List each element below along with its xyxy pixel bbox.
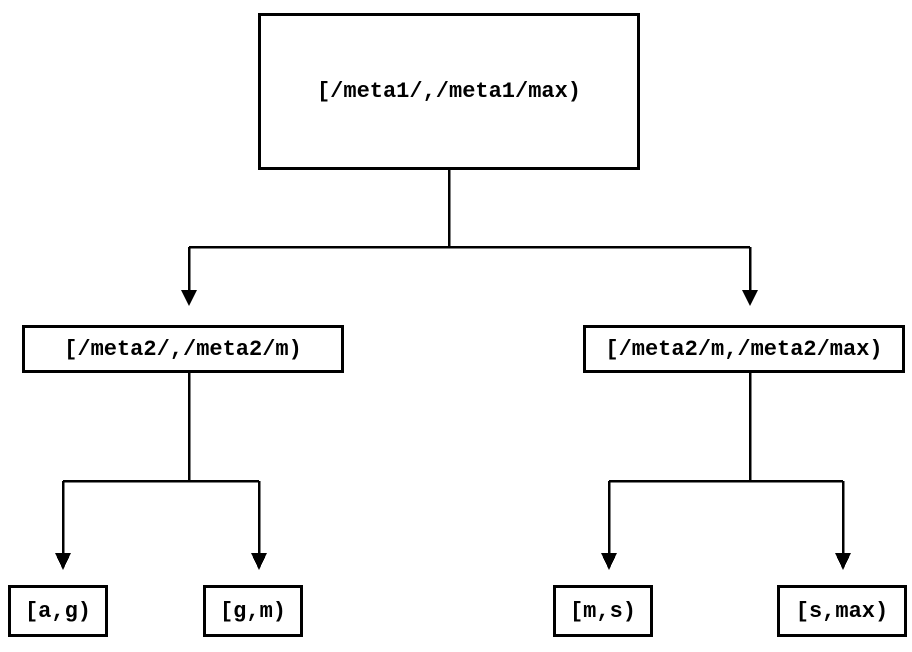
node-meta2-left-range: [/meta2/,/meta2/m) [22,325,344,373]
node-label: [/meta1/,/meta1/max) [316,79,582,104]
arrowhead-root-to-left [181,290,197,306]
arrowhead-left-to-leaf-gm [251,553,267,570]
node-root-meta1-range: [/meta1/,/meta1/max) [258,13,640,170]
node-label: [a,g) [24,598,91,624]
arrowhead-left-to-leaf-ag [55,553,71,570]
node-leaf-smax: [s,max) [777,585,907,637]
node-label: [s,max) [795,598,889,624]
node-label: [/meta2/,/meta2/m) [64,336,302,362]
node-label: [g,m) [219,598,286,624]
node-label: [/meta2/m,/meta2/max) [605,336,883,362]
arrowhead-root-to-right [742,290,758,306]
node-leaf-ag: [a,g) [8,585,108,637]
node-meta2-right-range: [/meta2/m,/meta2/max) [583,325,905,373]
node-label: [m,s) [569,598,636,624]
arrowhead-right-to-leaf-ms [601,553,617,570]
node-leaf-ms: [m,s) [553,585,653,637]
arrowhead-right-to-leaf-smax [835,553,851,570]
node-leaf-gm: [g,m) [203,585,303,637]
